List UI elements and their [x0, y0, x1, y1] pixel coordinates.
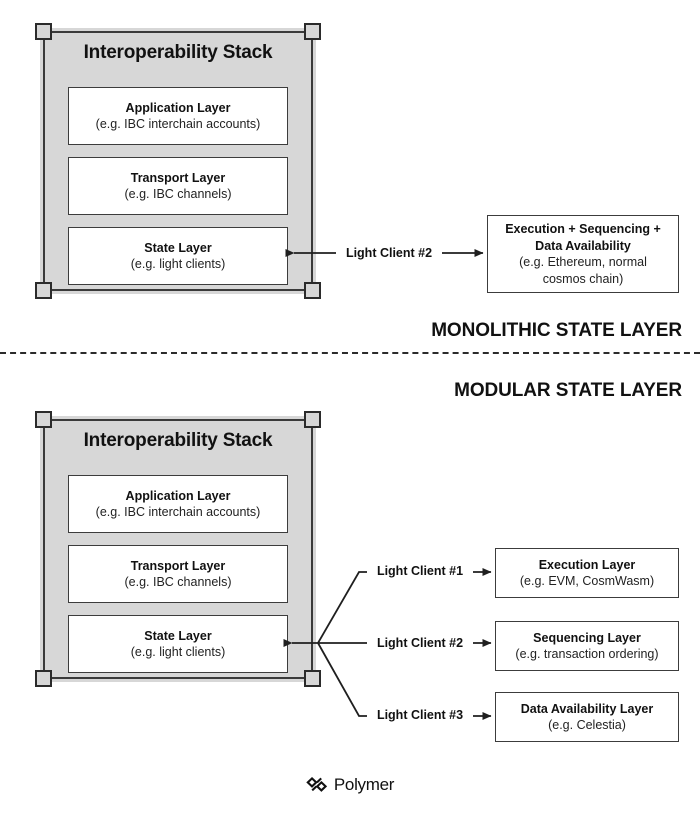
- corner-handle-top-left: [35, 23, 52, 40]
- target-box-sequencing-layer: Sequencing Layer (e.g. transaction order…: [495, 621, 679, 671]
- frame-rail-right: [311, 420, 313, 678]
- target-subtitle: (e.g. EVM, CosmWasm): [519, 574, 655, 588]
- interoperability-stack-modular: Interoperability Stack Application Layer…: [26, 402, 330, 696]
- layer-title: State Layer: [144, 628, 212, 643]
- corner-handle-top-left: [35, 411, 52, 428]
- frame-rail-left: [43, 32, 45, 290]
- layer-title: Application Layer: [125, 100, 231, 115]
- target-box-execution-layer: Execution Layer (e.g. EVM, CosmWasm): [495, 548, 679, 598]
- target-subtitle-line2: cosmos chain): [542, 271, 624, 286]
- corner-handle-bottom-right: [304, 282, 321, 299]
- section-caption-monolithic: MONOLITHIC STATE LAYER: [431, 320, 682, 341]
- corner-handle-top-right: [304, 411, 321, 428]
- layer-title: State Layer: [144, 240, 212, 255]
- frame-rail-bottom: [44, 677, 312, 679]
- stack-title: Interoperability Stack: [83, 42, 273, 63]
- interoperability-stack-monolithic: Interoperability Stack Application Layer…: [26, 14, 330, 308]
- connector-label-light-client-3: Light Client #3: [376, 708, 464, 722]
- polymer-diamonds-icon: [306, 776, 327, 792]
- layer-title: Application Layer: [125, 488, 231, 503]
- layer-title: Transport Layer: [130, 170, 226, 185]
- layer-subtitle: (e.g. IBC interchain accounts): [95, 505, 261, 519]
- layer-subtitle: (e.g. IBC channels): [124, 575, 232, 589]
- layer-box-state: State Layer (e.g. light clients): [68, 227, 288, 285]
- layer-title: Transport Layer: [130, 558, 226, 573]
- layer-subtitle: (e.g. IBC channels): [124, 187, 232, 201]
- connector-label-light-client-2-monolithic: Light Client #2: [345, 246, 433, 260]
- section-divider: [0, 352, 700, 354]
- connector-label-light-client-1: Light Client #1: [376, 564, 464, 578]
- frame-rail-top: [44, 31, 312, 33]
- corner-handle-bottom-left: [35, 670, 52, 687]
- layer-box-state: State Layer (e.g. light clients): [68, 615, 288, 673]
- corner-handle-bottom-left: [35, 282, 52, 299]
- layer-box-application: Application Layer (e.g. IBC interchain a…: [68, 87, 288, 145]
- frame-rail-right: [311, 32, 313, 290]
- stack-title: Interoperability Stack: [83, 430, 273, 451]
- target-title: Execution Layer: [538, 557, 636, 572]
- corner-handle-top-right: [304, 23, 321, 40]
- layer-box-transport: Transport Layer (e.g. IBC channels): [68, 157, 288, 215]
- target-subtitle-line1: (e.g. Ethereum, normal: [519, 255, 647, 269]
- target-title: Data Availability Layer: [520, 701, 654, 716]
- target-title-line2: Data Availability: [535, 238, 631, 253]
- connector-branch-light-client-3: [317, 642, 492, 720]
- layer-subtitle: (e.g. IBC interchain accounts): [95, 117, 261, 131]
- target-title: Sequencing Layer: [533, 630, 641, 645]
- corner-handle-bottom-right: [304, 670, 321, 687]
- layer-box-application: Application Layer (e.g. IBC interchain a…: [68, 475, 288, 533]
- section-caption-modular: MODULAR STATE LAYER: [454, 380, 682, 401]
- footer-brand: Polymer: [0, 775, 700, 795]
- target-title-line1: Execution + Sequencing +: [505, 222, 661, 236]
- polymer-wordmark: Polymer: [333, 775, 395, 794]
- frame-rail-bottom: [44, 289, 312, 291]
- frame-rail-left: [43, 420, 45, 678]
- connector-branch-light-client-1: [317, 568, 492, 644]
- target-subtitle: (e.g. transaction ordering): [515, 647, 659, 661]
- target-box-data-availability-layer: Data Availability Layer (e.g. Celestia): [495, 692, 679, 742]
- layer-box-transport: Transport Layer (e.g. IBC channels): [68, 545, 288, 603]
- layer-subtitle: (e.g. light clients): [130, 645, 226, 659]
- frame-rail-top: [44, 419, 312, 421]
- target-box-execution-sequencing-data-availability: Execution + Sequencing + Data Availabili…: [487, 215, 679, 293]
- layer-subtitle: (e.g. light clients): [130, 257, 226, 271]
- connector-label-light-client-2: Light Client #2: [376, 636, 464, 650]
- target-subtitle: (e.g. Celestia): [548, 718, 626, 732]
